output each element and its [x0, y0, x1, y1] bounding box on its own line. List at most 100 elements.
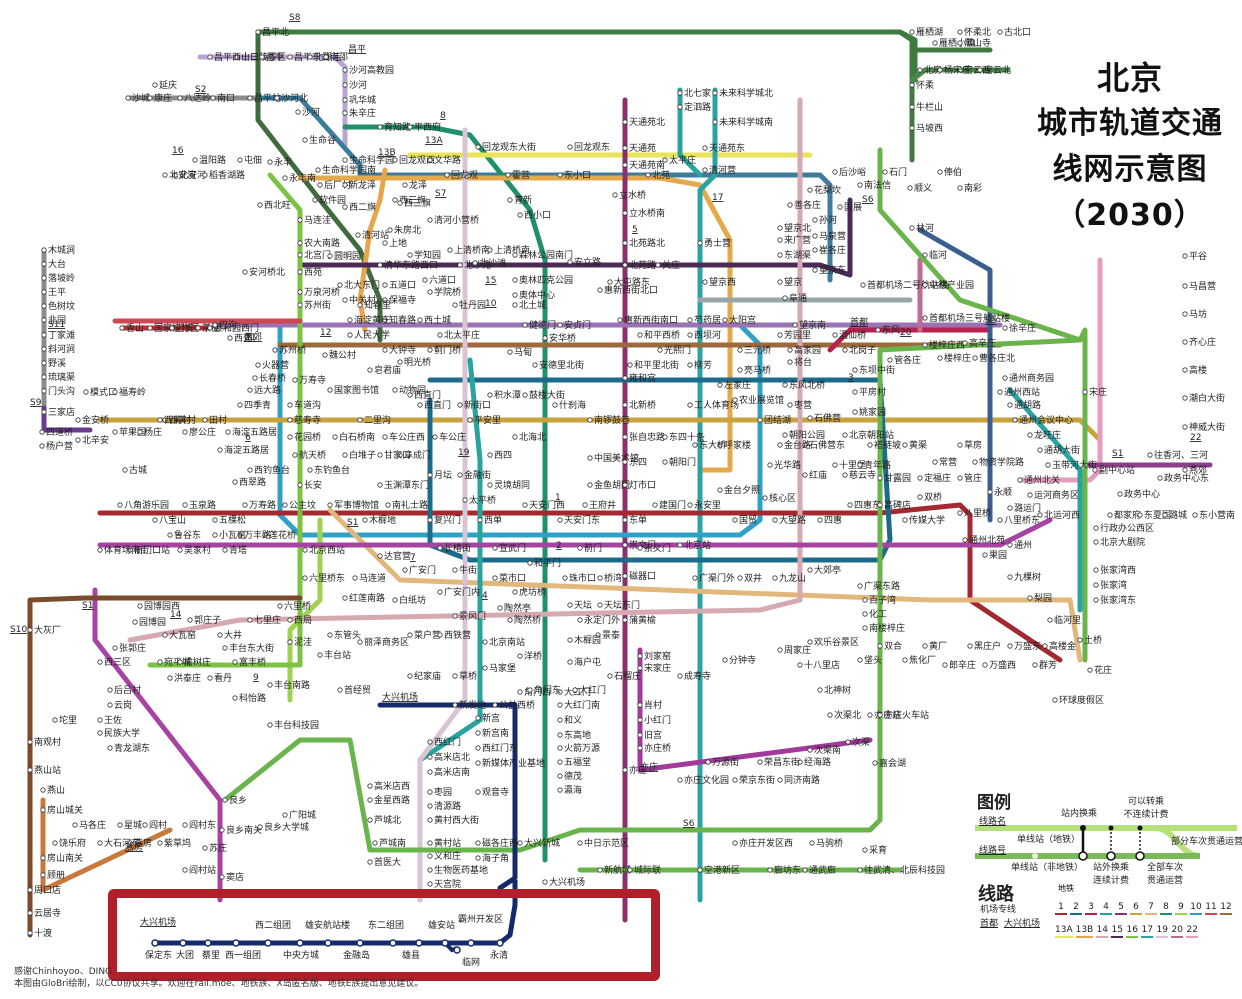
- station[interactable]: 磁各庄西: [475, 837, 518, 849]
- station[interactable]: 亦庄开发区西: [732, 837, 793, 849]
- station[interactable]: 都家府: [1107, 509, 1141, 521]
- station[interactable]: 西翠路: [232, 476, 266, 488]
- station[interactable]: 洪泰庄: [167, 672, 201, 684]
- station[interactable]: 马甸: [507, 346, 532, 358]
- station[interactable]: 顺义: [907, 183, 932, 194]
- station[interactable]: 徐辛庄: [1002, 322, 1036, 334]
- station[interactable]: 昌平站: [247, 92, 281, 104]
- station[interactable]: 落坡岭: [41, 272, 75, 284]
- station[interactable]: 北辛安: [75, 434, 109, 446]
- station[interactable]: 龙泽: [402, 179, 427, 191]
- station[interactable]: 灵境胡同: [487, 479, 530, 491]
- station[interactable]: 生命科学园南: [315, 164, 376, 176]
- station[interactable]: 次渠: [845, 736, 870, 748]
- station[interactable]: 圆明园: [327, 251, 361, 262]
- station[interactable]: 回龙观西: [392, 154, 435, 166]
- station[interactable]: 崇文门: [637, 542, 671, 554]
- station[interactable]: 房山城关: [40, 804, 83, 816]
- station[interactable]: 北宫门: [297, 249, 331, 261]
- station[interactable]: 采育: [862, 844, 887, 856]
- daxing-station-label[interactable]: 保定东: [145, 949, 172, 961]
- station[interactable]: 磁器口: [622, 570, 656, 582]
- station[interactable]: 大兴机场: [542, 876, 585, 888]
- daxing-station-label[interactable]: 雄县: [402, 949, 420, 961]
- station[interactable]: 燕房: [127, 837, 152, 849]
- station[interactable]: 什刹海: [552, 399, 586, 411]
- daxing-station-label[interactable]: 中央方城: [283, 949, 319, 961]
- station[interactable]: 马各庄: [72, 819, 106, 831]
- station[interactable]: 密云北: [977, 64, 1011, 76]
- station[interactable]: 清源路: [427, 800, 461, 812]
- station[interactable]: 北苑路: [622, 259, 656, 271]
- station[interactable]: 黄村西大街: [427, 814, 479, 826]
- station[interactable]: 北京大剧院: [1093, 536, 1145, 548]
- station[interactable]: 经海路: [797, 756, 831, 768]
- station[interactable]: 未来科学城南: [712, 116, 773, 128]
- station[interactable]: 楼梓庄西: [922, 339, 965, 351]
- station[interactable]: 首医大: [367, 856, 401, 868]
- station[interactable]: 勇士营: [697, 237, 731, 249]
- station[interactable]: 黄渠: [902, 439, 927, 451]
- station[interactable]: 太平庄: [662, 154, 696, 166]
- station[interactable]: 西土城: [417, 314, 451, 326]
- station[interactable]: 顾册: [40, 870, 65, 881]
- station[interactable]: 黑庄户: [967, 640, 1001, 652]
- station[interactable]: 北苑: [645, 169, 670, 181]
- station[interactable]: 中德产业园: [922, 279, 974, 291]
- station[interactable]: 苏州桥: [272, 344, 306, 356]
- station[interactable]: 焦化厂: [902, 654, 936, 666]
- station[interactable]: 人民大学: [347, 329, 390, 341]
- station[interactable]: 玉带河大街: [1045, 459, 1097, 471]
- station[interactable]: 北京南站: [482, 636, 525, 648]
- station[interactable]: 马连道: [352, 572, 386, 584]
- station[interactable]: 芳园里: [777, 329, 811, 341]
- station[interactable]: 朱房北: [387, 224, 421, 236]
- station[interactable]: 天通苑南: [622, 159, 665, 171]
- station[interactable]: 知春里: [357, 299, 391, 311]
- station[interactable]: 大井: [217, 629, 242, 641]
- station[interactable]: 潞城: [1162, 509, 1187, 521]
- station[interactable]: 复兴门: [427, 514, 461, 526]
- station[interactable]: 光华路: [767, 459, 801, 471]
- station[interactable]: 宋庄: [1082, 386, 1107, 398]
- station[interactable]: 农业展览馆: [732, 394, 784, 406]
- station[interactable]: 西三旗: [397, 197, 431, 209]
- station[interactable]: 富丰桥: [232, 656, 266, 668]
- station[interactable]: 西三旗: [392, 194, 426, 206]
- station[interactable]: 通州: [1007, 540, 1032, 551]
- station[interactable]: 昌平: [259, 52, 284, 63]
- station[interactable]: 杨庄: [137, 426, 162, 438]
- station[interactable]: 西二旗: [342, 201, 376, 213]
- station[interactable]: 白纸坊: [392, 594, 426, 606]
- station[interactable]: 六里桥东: [302, 572, 345, 584]
- station[interactable]: 新媒体产业基地: [475, 757, 545, 769]
- station[interactable]: 火箭万源: [557, 742, 600, 754]
- station[interactable]: 奥林匹克公园: [512, 274, 573, 286]
- station[interactable]: 东坝中街: [852, 364, 895, 376]
- station[interactable]: 奥体中心: [512, 289, 555, 301]
- station[interactable]: 西钓鱼台: [247, 464, 290, 476]
- station[interactable]: 环球度假区: [1052, 694, 1104, 706]
- station[interactable]: 芍药居: [687, 314, 721, 326]
- station[interactable]: 白石桥南: [332, 431, 375, 443]
- station[interactable]: 草桥: [452, 670, 477, 682]
- station[interactable]: 十八里店: [797, 659, 840, 671]
- station[interactable]: 西局: [287, 615, 312, 626]
- station[interactable]: 苏庄: [202, 842, 227, 854]
- station[interactable]: 廖公庄: [182, 426, 216, 438]
- station[interactable]: 齐心庄: [1182, 336, 1216, 348]
- station[interactable]: 马连洼: [297, 214, 331, 226]
- station[interactable]: 东风北桥: [782, 379, 825, 391]
- station[interactable]: 酒仙桥: [832, 329, 866, 341]
- station[interactable]: 房山南关: [40, 852, 83, 864]
- station[interactable]: 神威大街: [1182, 421, 1225, 433]
- daxing-station-label[interactable]: 蔡里: [202, 949, 220, 961]
- station[interactable]: 泥洼: [287, 636, 312, 648]
- station[interactable]: 饶乐府: [52, 837, 86, 849]
- station[interactable]: 枣园: [427, 787, 452, 798]
- station[interactable]: 四季青: [237, 399, 271, 411]
- station[interactable]: 上清桥南: [447, 244, 490, 256]
- station[interactable]: 通州西站: [997, 386, 1040, 398]
- station[interactable]: 杨户营: [39, 440, 73, 452]
- station[interactable]: 天安门东: [557, 514, 600, 526]
